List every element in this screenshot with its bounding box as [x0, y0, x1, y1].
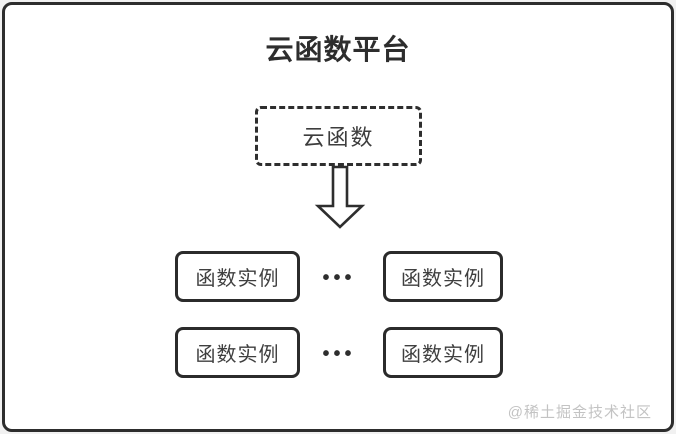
ellipsis-dots: ••• — [322, 343, 356, 365]
function-instance-label: 函数实例 — [401, 344, 485, 366]
function-instance-box: 函数实例 — [383, 251, 503, 302]
down-arrow-icon — [314, 165, 366, 229]
function-instance-box: 函数实例 — [383, 327, 503, 378]
function-instance-label: 函数实例 — [195, 268, 280, 290]
cloud-function-label: 云函数 — [302, 125, 375, 150]
watermark: @稀土掘金技术社区 — [507, 404, 652, 421]
cloud-function-box: 云函数 — [255, 106, 422, 166]
diagram-title: 云函数平台 — [265, 34, 411, 65]
function-instance-box: 函数实例 — [175, 327, 300, 378]
function-instance-label: 函数实例 — [401, 268, 485, 290]
function-instance-box: 函数实例 — [175, 251, 300, 302]
function-instance-label: 函数实例 — [195, 344, 280, 366]
ellipsis-dots: ••• — [322, 267, 356, 289]
